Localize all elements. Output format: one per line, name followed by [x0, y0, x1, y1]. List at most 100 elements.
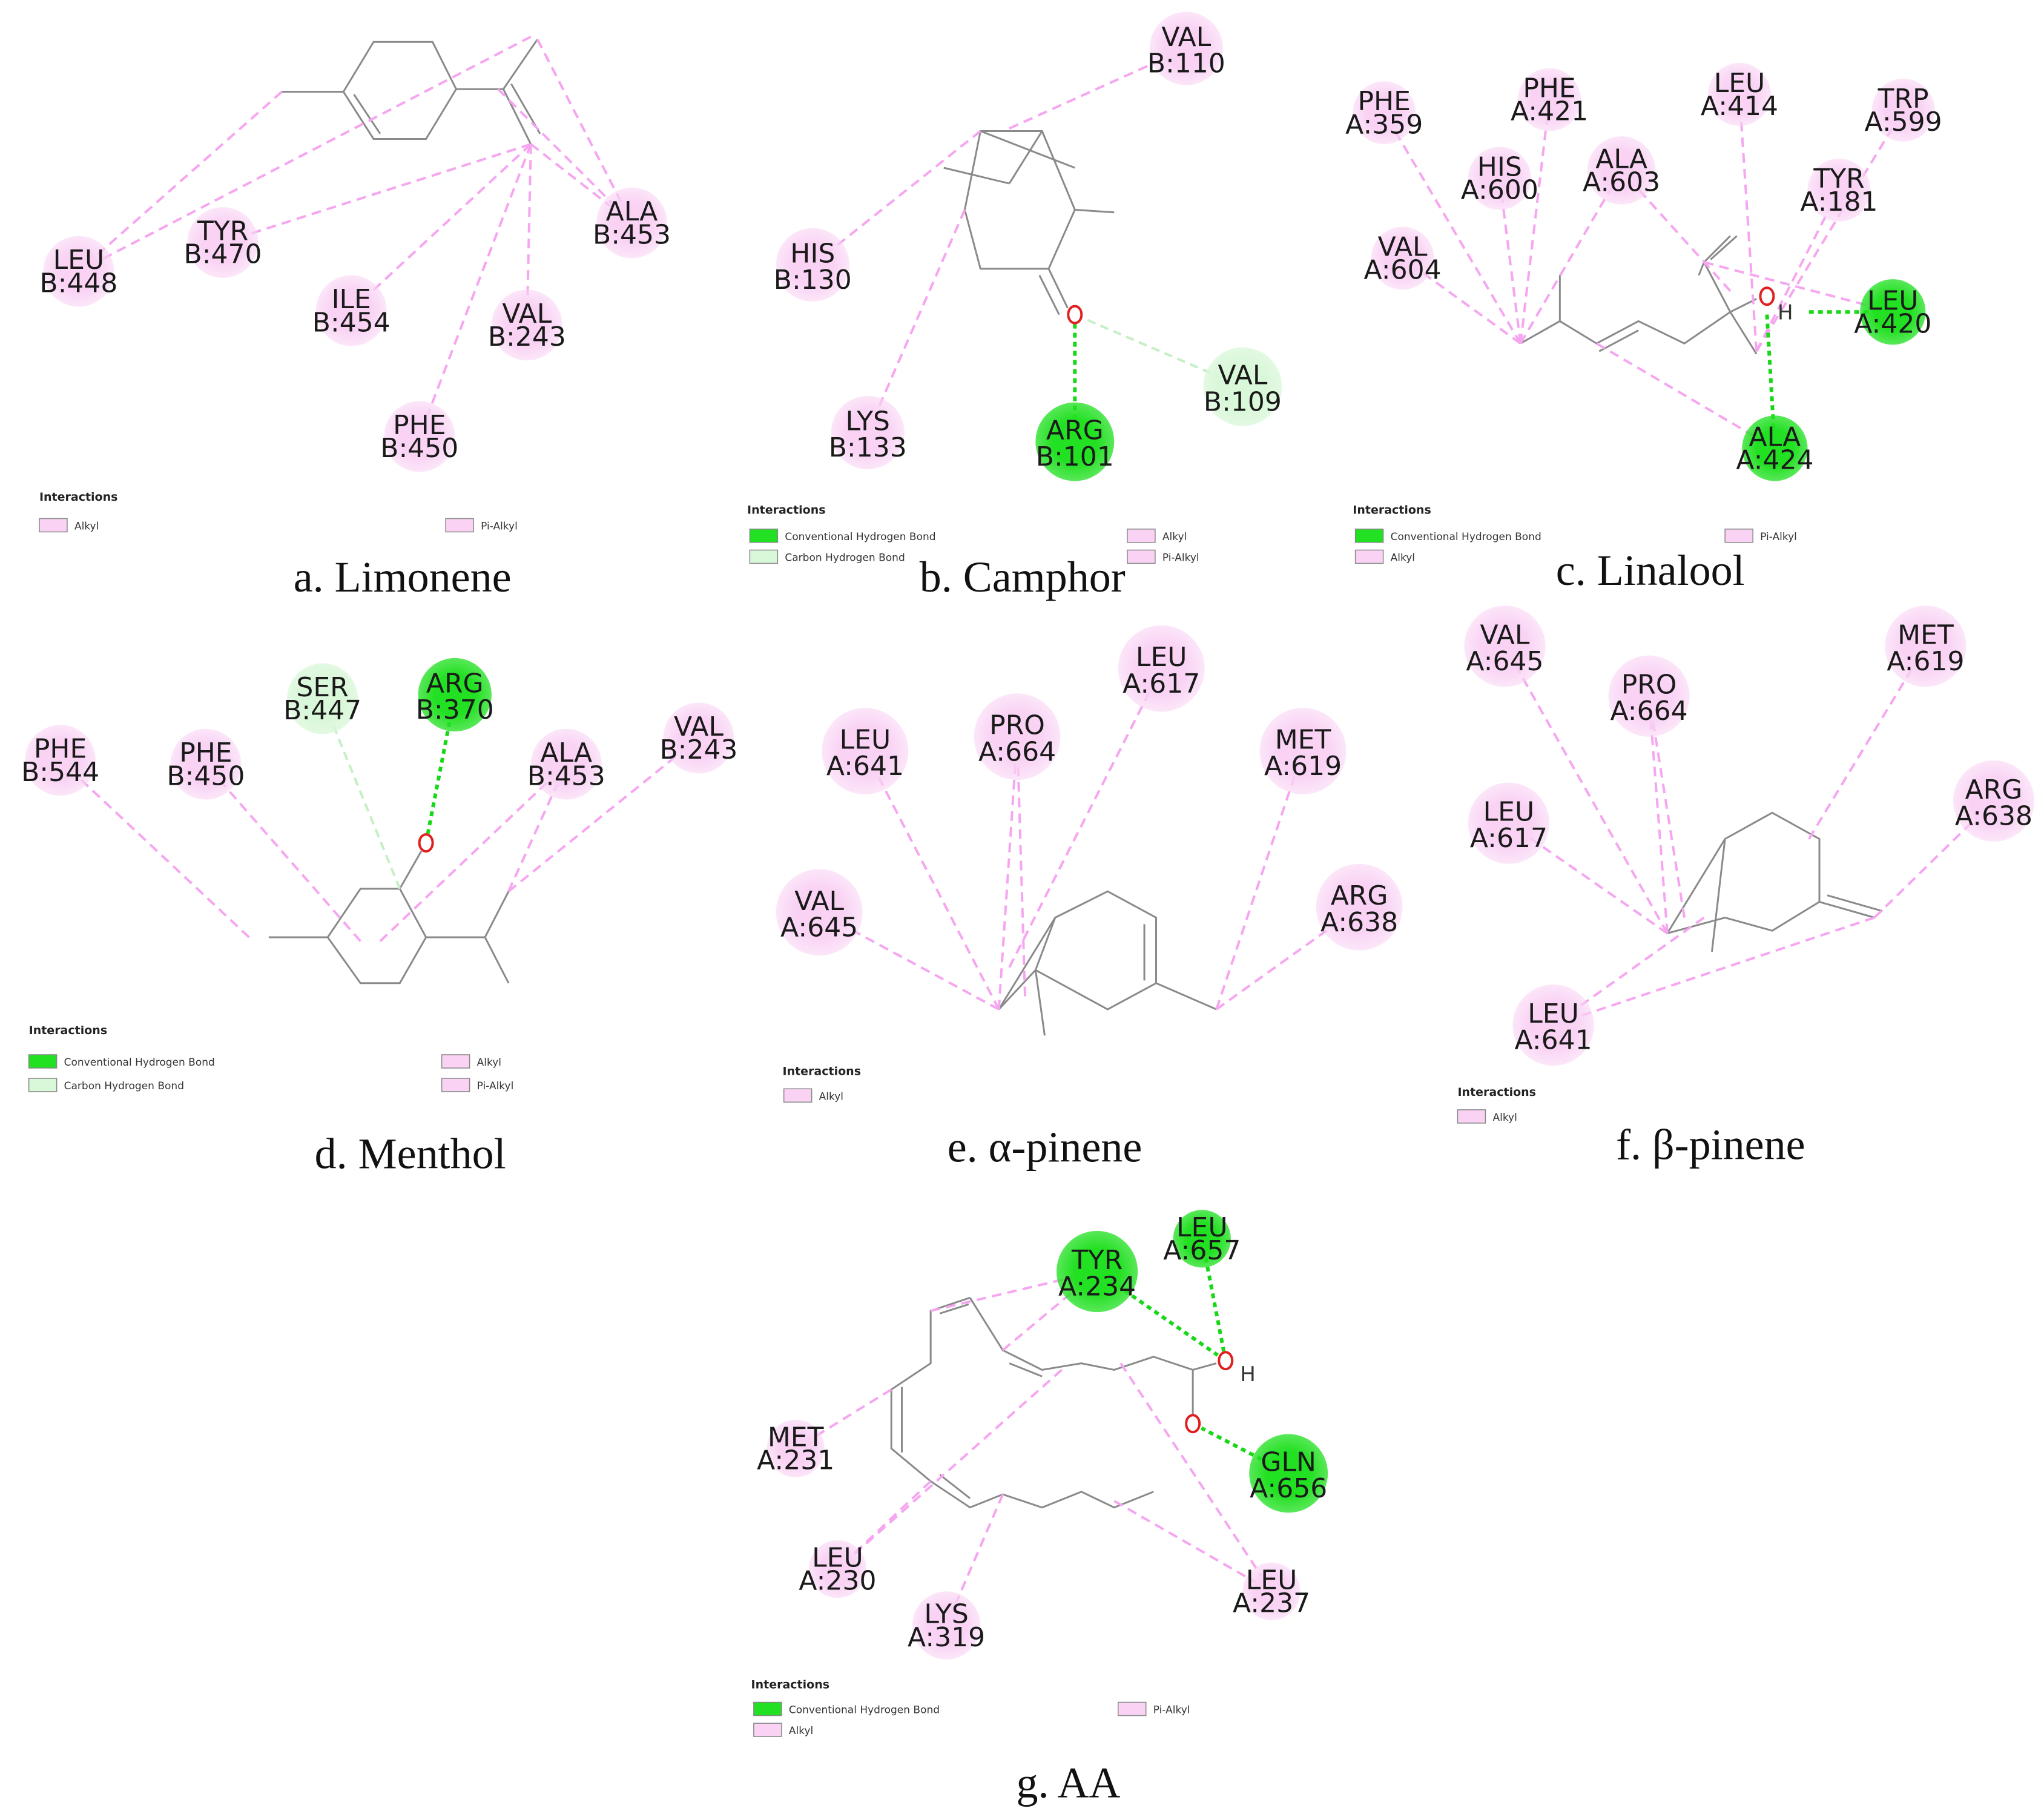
panel-caption: c. Linalool	[1556, 546, 1745, 595]
ligand-bond	[1075, 208, 1115, 214]
alkyl-interaction-line	[1016, 736, 1027, 997]
residue-id: A:641	[826, 751, 904, 782]
ligand-bond	[1520, 298, 1757, 345]
residue-id: B:470	[184, 239, 262, 270]
residue-name: ILE	[332, 284, 371, 315]
ligand-bond	[353, 94, 381, 134]
residue-name: PHE	[393, 410, 446, 441]
residue-id: A:641	[1514, 1025, 1592, 1056]
residue-id: A:619	[1264, 751, 1342, 782]
ligand-bond	[1038, 274, 1060, 315]
residue-name: ARG	[426, 668, 484, 699]
legend-swatch	[1127, 529, 1156, 543]
residue-bubble	[776, 228, 849, 302]
residue-id: A:237	[1233, 1588, 1310, 1619]
residue-bubble	[1518, 68, 1581, 131]
legend-swatch	[441, 1078, 470, 1092]
alkyl-interaction-line	[837, 1368, 1063, 1570]
panel-caption: b. Camphor	[920, 553, 1126, 601]
legend-swatch	[1354, 529, 1384, 543]
legend-label: Conventional Hydrogen Bond	[1391, 531, 1541, 543]
oxygen-atom	[1759, 286, 1775, 306]
residue-id: B:453	[593, 219, 671, 250]
legend-swatch	[28, 1054, 58, 1069]
residue-bubble	[187, 207, 259, 278]
hbond-interaction-line	[424, 694, 457, 843]
residue-id: B:101	[1036, 441, 1114, 472]
legend-label: Alkyl	[1391, 552, 1415, 564]
residue-id: A:599	[1865, 107, 1942, 137]
residue-name: VAL	[1480, 619, 1529, 650]
residue-bubble	[1807, 158, 1871, 222]
residue-name: TYR	[1813, 163, 1864, 194]
ligand-bond	[1008, 130, 1043, 184]
ligand-bond	[1047, 268, 1069, 310]
oxygen-atom	[1218, 1351, 1234, 1371]
ligand-bond	[1155, 982, 1217, 1011]
legend-swatch	[445, 518, 474, 533]
residue-id: B:110	[1147, 48, 1225, 79]
oxygen-atom	[418, 833, 434, 853]
ligand-bond	[503, 39, 538, 90]
residue-bubble	[1871, 78, 1935, 142]
residue-bubble	[1742, 415, 1808, 481]
residue-bubble	[1118, 625, 1205, 712]
residue-bubble	[1885, 605, 1967, 687]
alkyl-interaction-line	[350, 143, 532, 312]
ligand-bond	[939, 1303, 969, 1314]
residue-bubble	[1035, 402, 1115, 481]
alkyl-interaction-line	[1402, 257, 1521, 345]
alkyl-interaction-line	[1647, 696, 1686, 918]
legend-swatch	[783, 1088, 813, 1103]
residue-name: MET	[1897, 619, 1954, 650]
residue-id: A:424	[1736, 445, 1813, 476]
ligand-bond	[939, 1474, 971, 1499]
residue-name: PHE	[1358, 86, 1411, 117]
legend-label: Conventional Hydrogen Bond	[64, 1057, 215, 1069]
legend-swatch	[1127, 549, 1156, 564]
residue-id: B:454	[312, 307, 391, 338]
residue-bubble	[1587, 136, 1656, 205]
residue-id: A:664	[1610, 696, 1687, 727]
residue-name: LEU	[53, 245, 105, 275]
panel-caption: e. α-pinene	[948, 1123, 1142, 1172]
legend-label: Alkyl	[789, 1725, 813, 1737]
oxygen-atom	[1067, 305, 1083, 325]
residue-bubble	[1608, 655, 1690, 737]
residue-bubble	[1707, 62, 1771, 126]
alkyl-interaction-line	[1873, 800, 1995, 919]
residue-bubble	[912, 1591, 981, 1660]
alkyl-interaction-line	[1519, 99, 1551, 344]
residue-id: A:645	[1466, 646, 1543, 677]
legend-label: Pi-Alkyl	[481, 520, 518, 532]
ligand-bond	[426, 891, 510, 938]
ligand-bond	[268, 888, 427, 985]
residue-id: A:414	[1701, 91, 1778, 122]
residue-name: LEU	[1867, 285, 1919, 316]
residue-id: B:453	[527, 760, 605, 791]
residue-name: LYS	[924, 1599, 968, 1630]
alkyl-interaction-line	[1383, 112, 1522, 345]
alkyl-interaction-line	[1008, 668, 1162, 968]
residue-id: A:319	[908, 1622, 985, 1653]
legend-swatch	[749, 529, 779, 543]
residue-id: B:450	[380, 433, 458, 464]
residue-bubble	[1056, 1230, 1138, 1313]
residue-name: VAL	[1378, 232, 1428, 263]
